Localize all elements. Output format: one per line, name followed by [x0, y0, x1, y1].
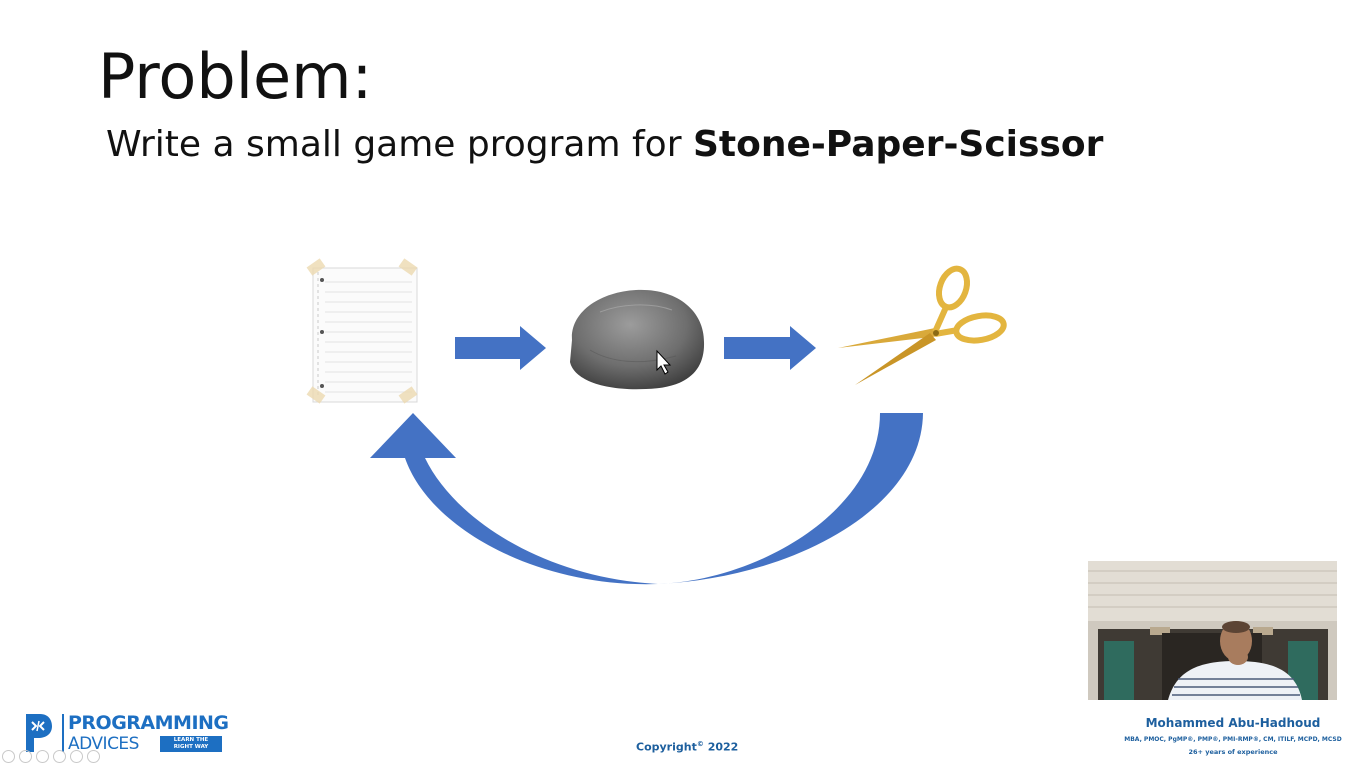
copyright-year: 2022 — [707, 740, 739, 754]
more-icon[interactable] — [87, 750, 100, 763]
subtitle-text: Write a small game program for — [106, 124, 693, 165]
copyright-symbol: © — [696, 740, 704, 748]
logo-tagline-line2: RIGHT WAY — [173, 744, 209, 750]
slide-title: Problem: — [98, 40, 373, 113]
logo-tagline-line1: LEARN THE — [173, 737, 209, 743]
paper-image — [306, 258, 418, 404]
highlighter-icon[interactable] — [53, 750, 66, 763]
next-icon[interactable] — [19, 750, 32, 763]
pen-icon[interactable] — [36, 750, 49, 763]
previous-icon[interactable] — [2, 750, 15, 763]
presenter-name: Mohammed Abu-Hadhoud — [1145, 716, 1321, 730]
slide-subtitle: Write a small game program for Stone-Pap… — [106, 124, 1103, 165]
logo-mark-icon — [26, 714, 52, 752]
arrow-paper-to-stone — [455, 326, 546, 370]
subtitle-game-name: Stone-Paper-Scissor — [692, 124, 1104, 165]
scissor-image — [838, 265, 1007, 385]
copyright-label: Copyright — [636, 740, 697, 754]
logo-text-programming: PROGRAMMING — [68, 712, 229, 734]
arrow-stone-to-scissor — [724, 326, 816, 370]
presenter-credentials: MBA, PMOC, PgMP®, PMP®, PMI-RMP®, CM, IT… — [1124, 736, 1342, 743]
presenter-webcam — [1088, 561, 1337, 700]
stone-image — [570, 289, 705, 390]
slideshow-controls — [2, 750, 100, 766]
mouse-cursor-icon — [656, 349, 672, 375]
logo-text-advices: ADVICES — [68, 734, 139, 754]
search-icon[interactable] — [70, 750, 83, 763]
presenter-experience: 26+ years of experience — [1188, 748, 1278, 756]
webcam-video — [1088, 561, 1337, 700]
copyright: Copyright© 2022 — [636, 740, 738, 754]
arrow-scissor-to-paper — [370, 413, 923, 585]
logo-separator — [62, 714, 64, 752]
